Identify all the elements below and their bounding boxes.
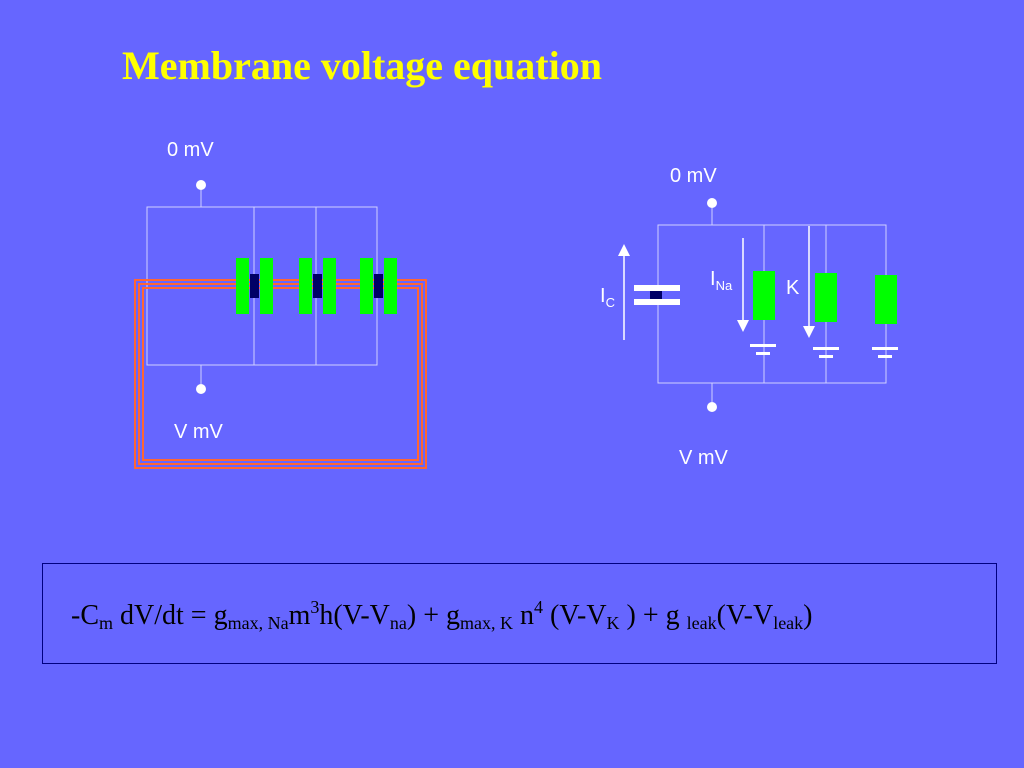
right-bottom-voltage-label: V mV	[679, 447, 729, 469]
sodium-conductance	[753, 271, 775, 320]
left-bottom-node	[196, 384, 206, 394]
right-top-voltage-label: 0 mV	[670, 165, 717, 187]
membrane-outline	[134, 279, 427, 469]
right-bottom-node	[707, 402, 717, 412]
ion-channel-3	[360, 258, 397, 314]
left-bottom-voltage-label: V mV	[174, 421, 224, 443]
sodium-current-label: INa	[710, 268, 733, 293]
left-top-voltage-label: 0 mV	[167, 139, 214, 161]
sodium-battery-symbol	[750, 344, 776, 355]
ion-channel-1	[236, 258, 273, 314]
left-circuit: 0 mV V mV	[134, 139, 427, 469]
right-top-node	[707, 198, 717, 208]
potassium-conductance	[815, 273, 837, 322]
membrane-equation: -Cm dV/dt = gmax, Nam3h(V-Vna) + gmax, K…	[71, 597, 813, 633]
right-circuit: 0 mV V mV IC INa K	[600, 165, 898, 469]
page-title: Membrane voltage equation	[122, 43, 602, 88]
leak-battery-symbol	[872, 347, 898, 358]
left-top-node	[196, 180, 206, 190]
leak-conductance	[875, 275, 897, 324]
equation-box: -Cm dV/dt = gmax, Nam3h(V-Vna) + gmax, K…	[42, 563, 997, 664]
capacitive-current-label: IC	[600, 285, 615, 310]
potassium-battery-symbol	[813, 347, 839, 358]
circuit-diagrams: 0 mV V mV 0	[134, 139, 898, 469]
potassium-label: K	[786, 277, 800, 299]
ion-channel-2	[299, 258, 336, 314]
capacitor-symbol	[634, 285, 680, 305]
